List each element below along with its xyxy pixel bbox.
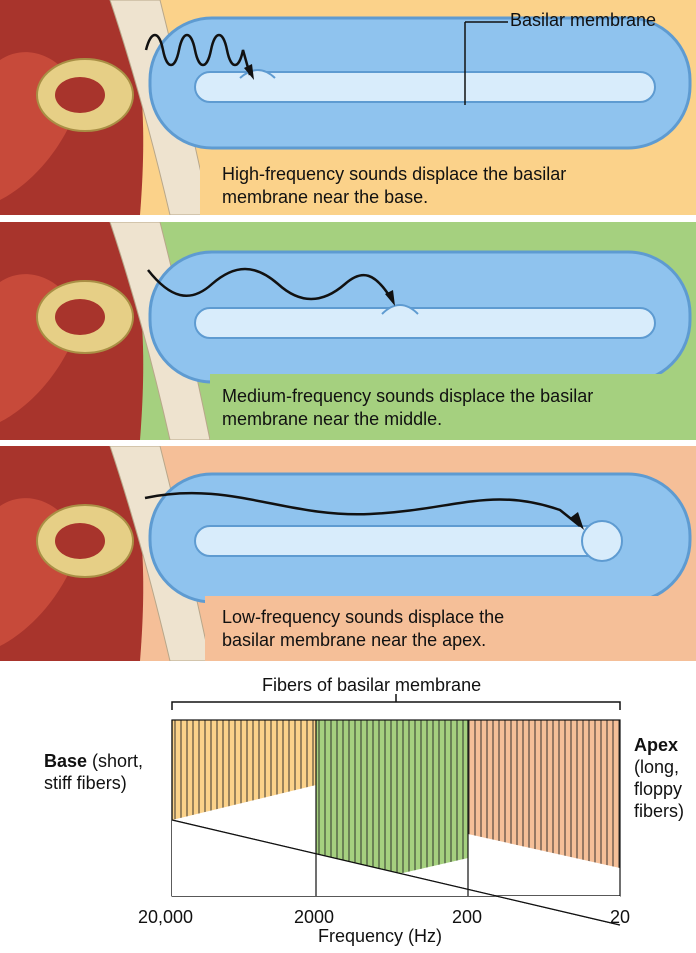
base-bold: Base [44,751,87,771]
medium-frequency-caption: Medium-frequency sounds displace the bas… [222,385,593,431]
caption-line: Medium-frequency sounds displace the bas… [222,385,593,408]
frequency-axis-label: Frequency (Hz) [318,925,442,947]
apex-bold: Apex [634,734,684,756]
apex-line2: (long, [634,756,684,778]
caption-line: membrane near the base. [222,186,566,209]
caption-line: High-frequency sounds displace the basil… [222,163,566,186]
tick-label: 20 [610,906,630,928]
tick-label: 200 [452,906,482,928]
high-frequency-panel: Basilar membrane High-frequency sounds d… [0,0,696,215]
base-rest: (short, [87,751,143,771]
low-frequency-caption: Low-frequency sounds displace the basila… [222,606,504,652]
high-frequency-caption: High-frequency sounds displace the basil… [222,163,566,209]
caption-line: Low-frequency sounds displace the [222,606,504,629]
caption-line: membrane near the middle. [222,408,593,431]
basilar-membrane-label: Basilar membrane [510,10,656,31]
slope-mask [0,670,696,948]
low-frequency-panel: Low-frequency sounds displace the basila… [0,446,696,661]
base-rest-line2: stiff fibers) [44,772,143,794]
apex-label: Apex (long, floppy fibers) [634,734,684,822]
apex-line3: floppy [634,778,684,800]
medium-frequency-panel: Medium-frequency sounds displace the bas… [0,222,696,440]
tick-label: 20,000 [138,906,193,928]
fiber-frequency-diagram: Fibers of basilar membrane Base (short, … [0,670,696,948]
base-label: Base (short, stiff fibers) [44,750,143,794]
apex-line4: fibers) [634,800,684,822]
fibers-title: Fibers of basilar membrane [262,674,481,696]
caption-line: basilar membrane near the apex. [222,629,504,652]
